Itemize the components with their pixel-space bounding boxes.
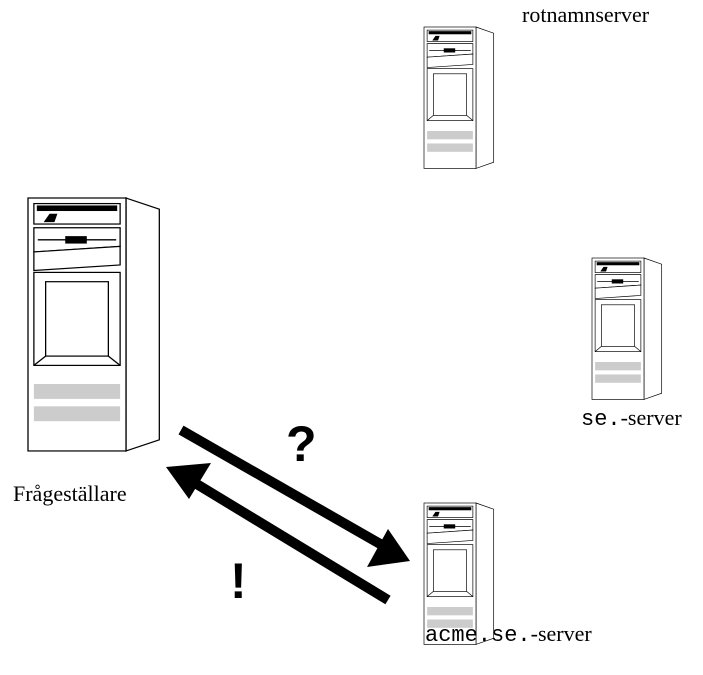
se-server-label-suffix: -server [621, 405, 683, 430]
root-server-icon [423, 26, 495, 169]
answer-arrow [166, 463, 391, 605]
acme-server-label: acme.se.-server [425, 621, 592, 648]
se-server-label-domain: se. [581, 407, 621, 432]
client-label: Frågeställare [13, 481, 127, 506]
acme-server-label-suffix: -server [531, 621, 593, 646]
answer-symbol: ! [230, 553, 247, 609]
query-symbol: ? [286, 416, 317, 472]
query-arrow [178, 425, 410, 567]
acme-server-label-domain: acme.se. [425, 623, 531, 648]
client-server-icon [27, 197, 161, 452]
se-server-icon [591, 257, 663, 400]
se-server-label: se.-server [581, 405, 682, 432]
root-server-label: rotnamnserver [522, 2, 650, 27]
